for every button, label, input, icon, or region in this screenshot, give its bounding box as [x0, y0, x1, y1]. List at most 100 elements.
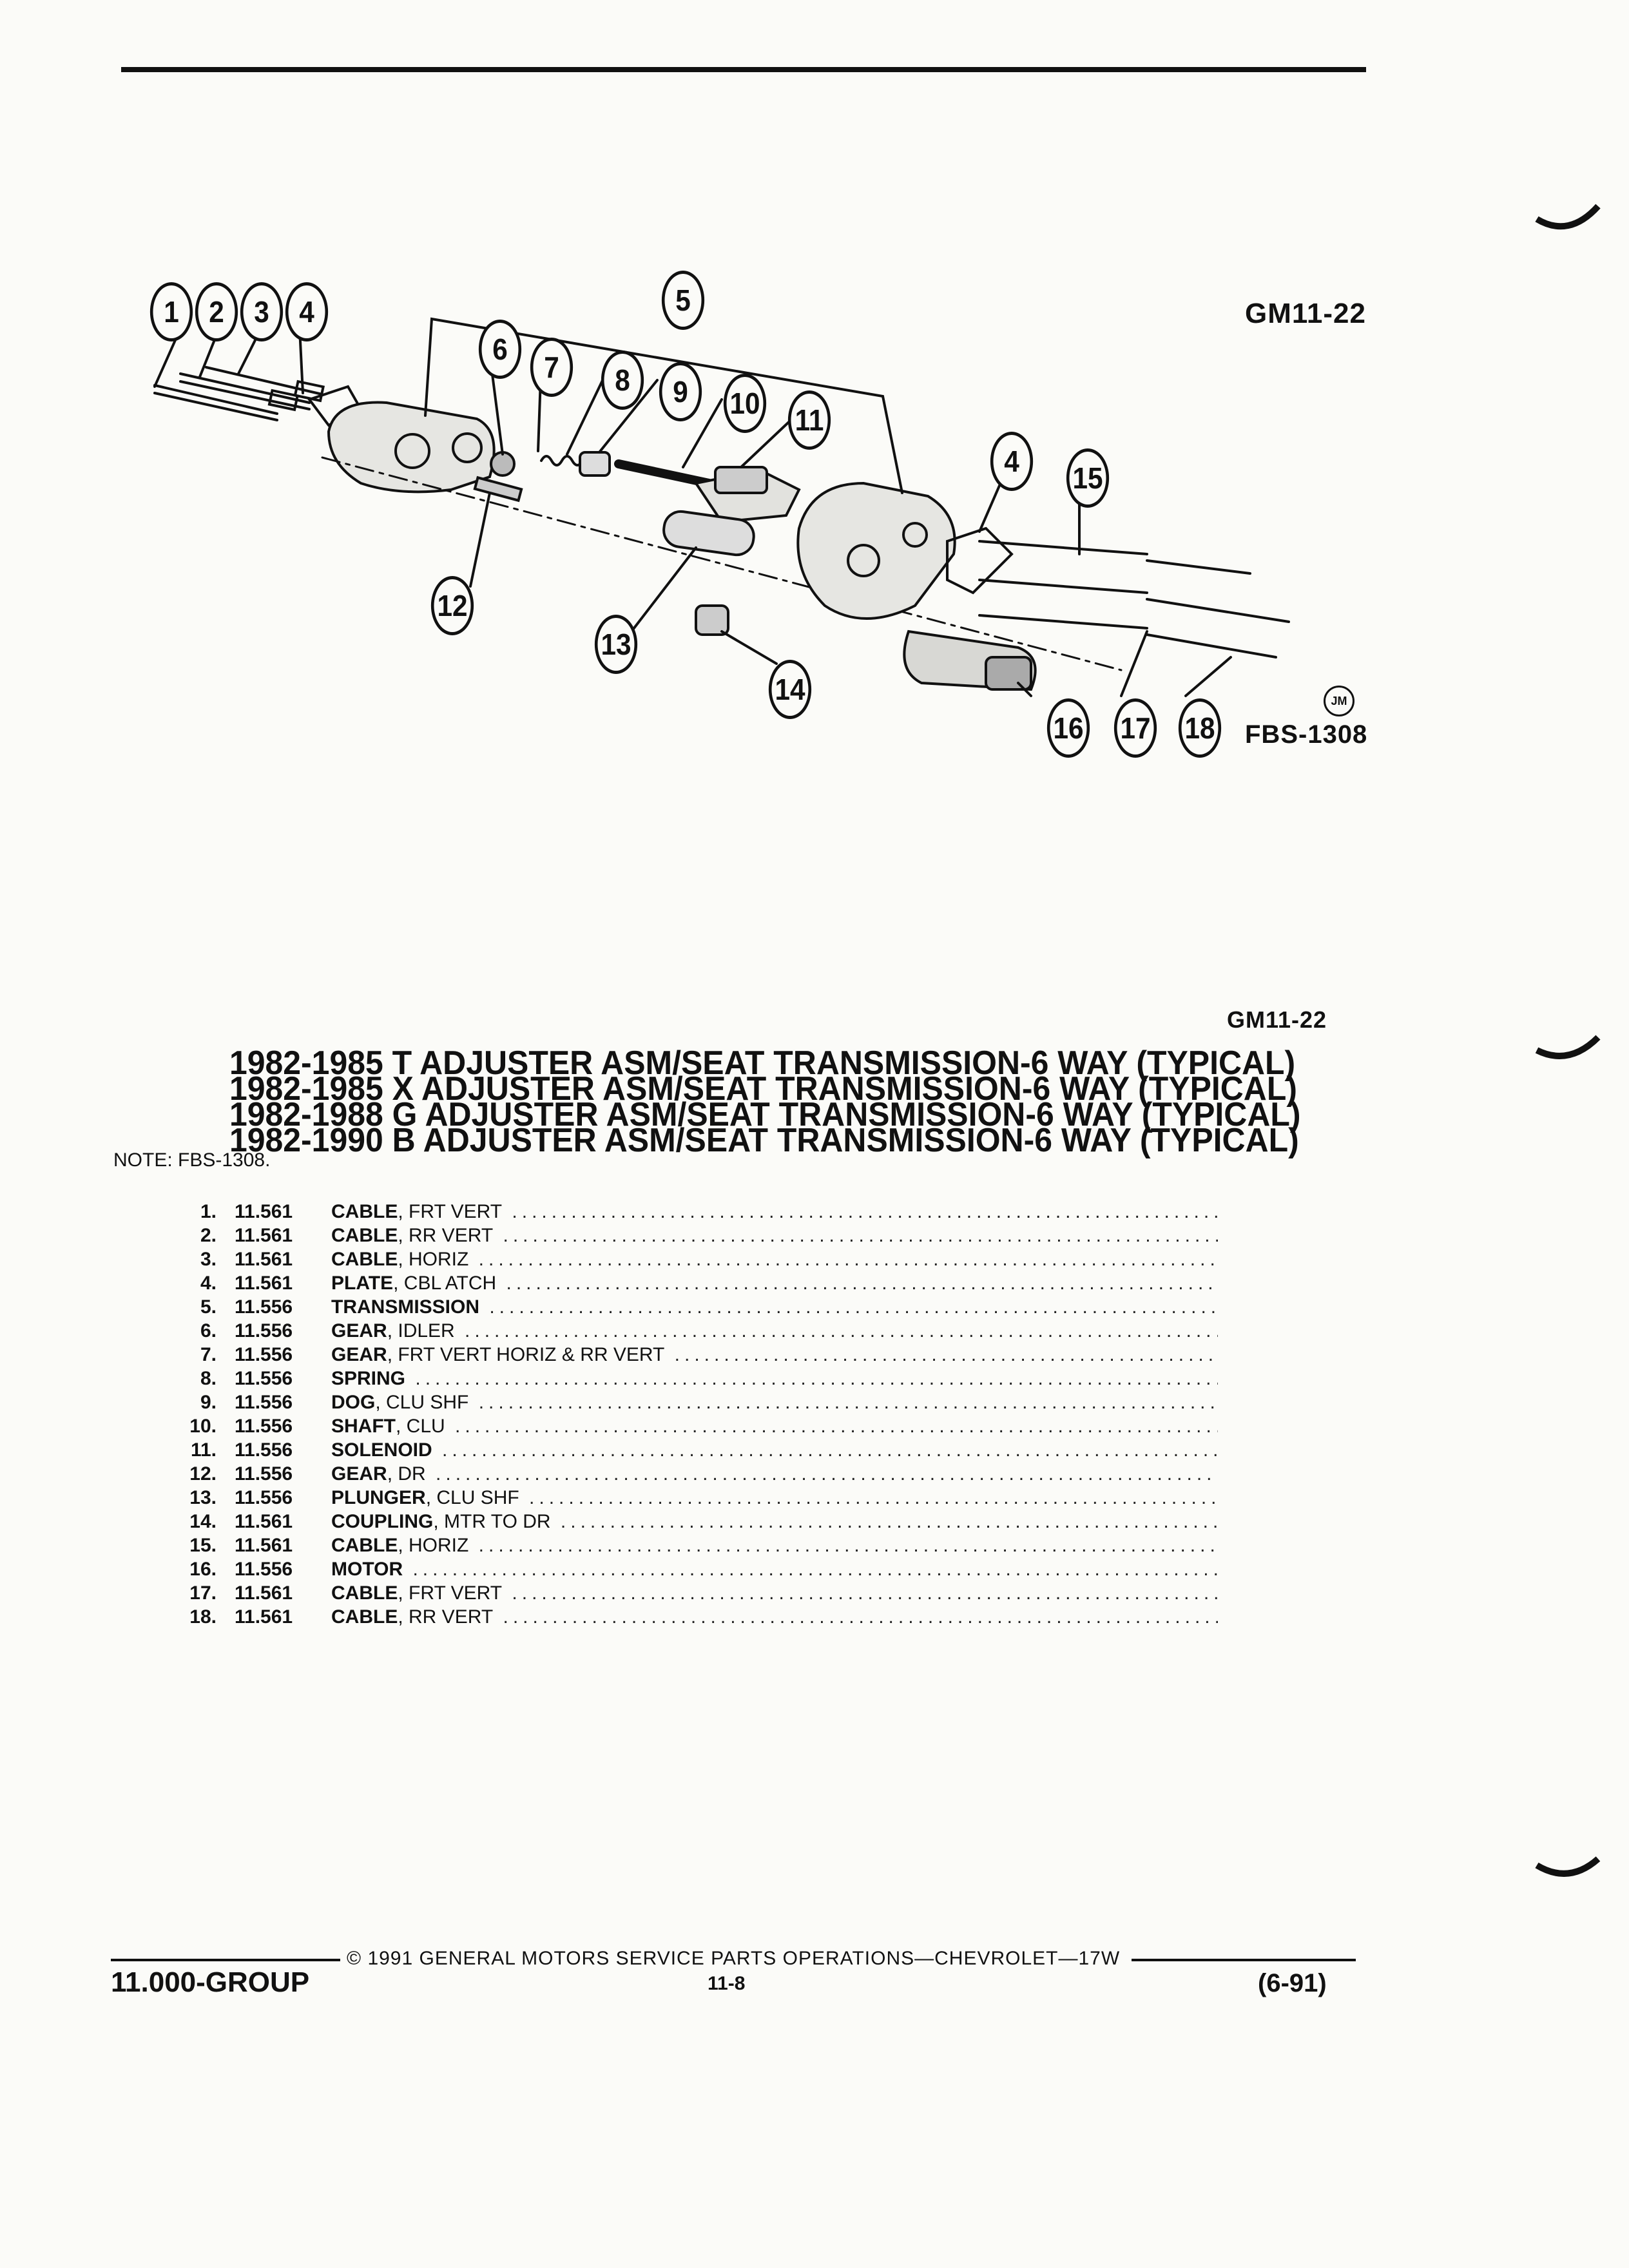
title-line: 1982-1985 X ADJUSTER ASM/SEAT TRANSMISSI… [229, 1070, 1297, 1108]
part-description: GEAR, FRT VERT HORIZ & RR VERT .........… [331, 1343, 1218, 1367]
part-name: PLUNGER [331, 1487, 426, 1508]
callout-4: 4 [285, 282, 329, 341]
callout-18: 18 [1178, 698, 1222, 758]
part-name: SOLENOID [331, 1439, 432, 1461]
part-number: 12. [189, 1463, 217, 1485]
leader-dots: ........................................… [415, 1368, 1218, 1389]
part-group: 11.561 [235, 1535, 293, 1556]
part-name: MOTOR [331, 1559, 403, 1580]
part-detail: , FRT VERT [398, 1582, 503, 1604]
title-line: 1982-1990 B ADJUSTER ASM/SEAT TRANSMISSI… [229, 1122, 1299, 1159]
part-group: 11.556 [235, 1487, 293, 1508]
part-name: CABLE [331, 1201, 398, 1222]
part-description: MOTOR ..................................… [331, 1557, 1218, 1581]
parts-list-row: 10. 11.556 SHAFT, CLU ....................… [168, 1414, 1218, 1438]
part-number: 11. [190, 1439, 217, 1461]
part-detail: , HORIZ [398, 1535, 469, 1556]
footer-date: (6-91) [1258, 1969, 1327, 1997]
leader-dots: ........................................… [478, 1392, 1218, 1413]
figure-ref: FBS-1308 [1245, 720, 1368, 749]
part-name: GEAR [331, 1344, 387, 1365]
callout-16: 16 [1046, 698, 1090, 758]
header-rule [121, 67, 1366, 72]
part-group: 11.561 [235, 1582, 293, 1604]
part-detail: , RR VERT [398, 1606, 494, 1628]
footer-rule-right [1132, 1959, 1356, 1961]
part-number: 8. [200, 1368, 217, 1389]
footer-page-number: 11-8 [708, 1973, 746, 1994]
parts-list-row: 11. 11.556 SOLENOID ......................… [168, 1438, 1218, 1462]
part-group: 11.561 [235, 1201, 293, 1222]
part-description: SHAFT, CLU .............................… [331, 1414, 1218, 1438]
jm-mark: JM [1324, 686, 1354, 716]
part-group: 11.561 [235, 1273, 293, 1294]
part-number: 10. [189, 1416, 217, 1437]
part-number: 9. [200, 1392, 217, 1413]
listing-note: NOTE: FBS-1308. [113, 1149, 271, 1171]
leader-dots: ........................................… [503, 1606, 1218, 1628]
listing-titles: 1982-1985 T ADJUSTER ASM/SEAT TRANSMISSI… [229, 1044, 1301, 1159]
part-group: 11.556 [235, 1439, 293, 1461]
part-name: PLATE [331, 1273, 394, 1294]
callout-3: 3 [240, 282, 284, 341]
part-group: 11.556 [235, 1559, 293, 1580]
part-name: GEAR [331, 1320, 387, 1341]
part-description: TRANSMISSION ...........................… [331, 1295, 1218, 1319]
part-detail: , FRT VERT HORIZ & RR VERT [387, 1344, 665, 1365]
leader-dots: ........................................… [442, 1439, 1218, 1461]
footer-copyright: © 1991 GENERAL MOTORS SERVICE PARTS OPER… [347, 1948, 1121, 1969]
callout-10: 10 [723, 374, 767, 433]
part-number: 1. [200, 1201, 217, 1222]
callout-12: 12 [430, 576, 474, 635]
part-detail: , CBL ATCH [393, 1273, 497, 1294]
figure-code: GM11-22 [1245, 298, 1366, 329]
callout-17: 17 [1113, 698, 1157, 758]
parts-list-row: 16. 11.556 MOTOR .........................… [168, 1557, 1218, 1581]
title-line: 1982-1985 T ADJUSTER ASM/SEAT TRANSMISSI… [229, 1044, 1296, 1082]
footer-group: 11.000-GROUP [111, 1966, 310, 1998]
part-name: CABLE [331, 1582, 398, 1604]
part-description: CABLE, RR VERT .........................… [331, 1605, 1218, 1629]
part-detail: , HORIZ [398, 1249, 469, 1270]
part-group: 11.556 [235, 1296, 293, 1318]
margin-mark-middle [1535, 1035, 1601, 1059]
part-name: TRANSMISSION [331, 1296, 480, 1318]
leader-dots: ........................................… [478, 1249, 1218, 1270]
part-number: 16. [189, 1559, 217, 1580]
part-name: CABLE [331, 1225, 398, 1246]
part-detail: , CLU SHF [425, 1487, 519, 1508]
part-detail: , CLU [396, 1416, 445, 1437]
callout-14: 14 [768, 660, 812, 719]
leader-dots: ........................................… [412, 1559, 1218, 1580]
leader-dots: ........................................… [506, 1273, 1218, 1294]
part-group: 11.556 [235, 1392, 293, 1413]
listing-code: GM11-22 [1227, 1006, 1327, 1033]
part-detail: , CLU SHF [375, 1392, 469, 1413]
parts-list-row: 1. 11.561 CABLE, FRT VERT ................… [168, 1200, 1218, 1224]
part-description: CABLE, FRT VERT ........................… [331, 1200, 1218, 1224]
part-name: SHAFT [331, 1416, 396, 1437]
part-group: 11.556 [235, 1368, 293, 1389]
part-group: 11.556 [235, 1416, 293, 1437]
part-name: CABLE [331, 1535, 398, 1556]
part-group: 11.561 [235, 1249, 293, 1270]
callout-6: 6 [478, 320, 522, 379]
callout-2: 2 [195, 282, 238, 341]
part-group: 11.556 [235, 1320, 293, 1341]
callout-4-right: 4 [990, 432, 1034, 491]
leader-dots: ........................................… [455, 1416, 1218, 1437]
part-description: SOLENOID ...............................… [331, 1438, 1218, 1462]
footer-rule-left [111, 1959, 340, 1961]
leader-dots: ........................................… [503, 1225, 1218, 1246]
